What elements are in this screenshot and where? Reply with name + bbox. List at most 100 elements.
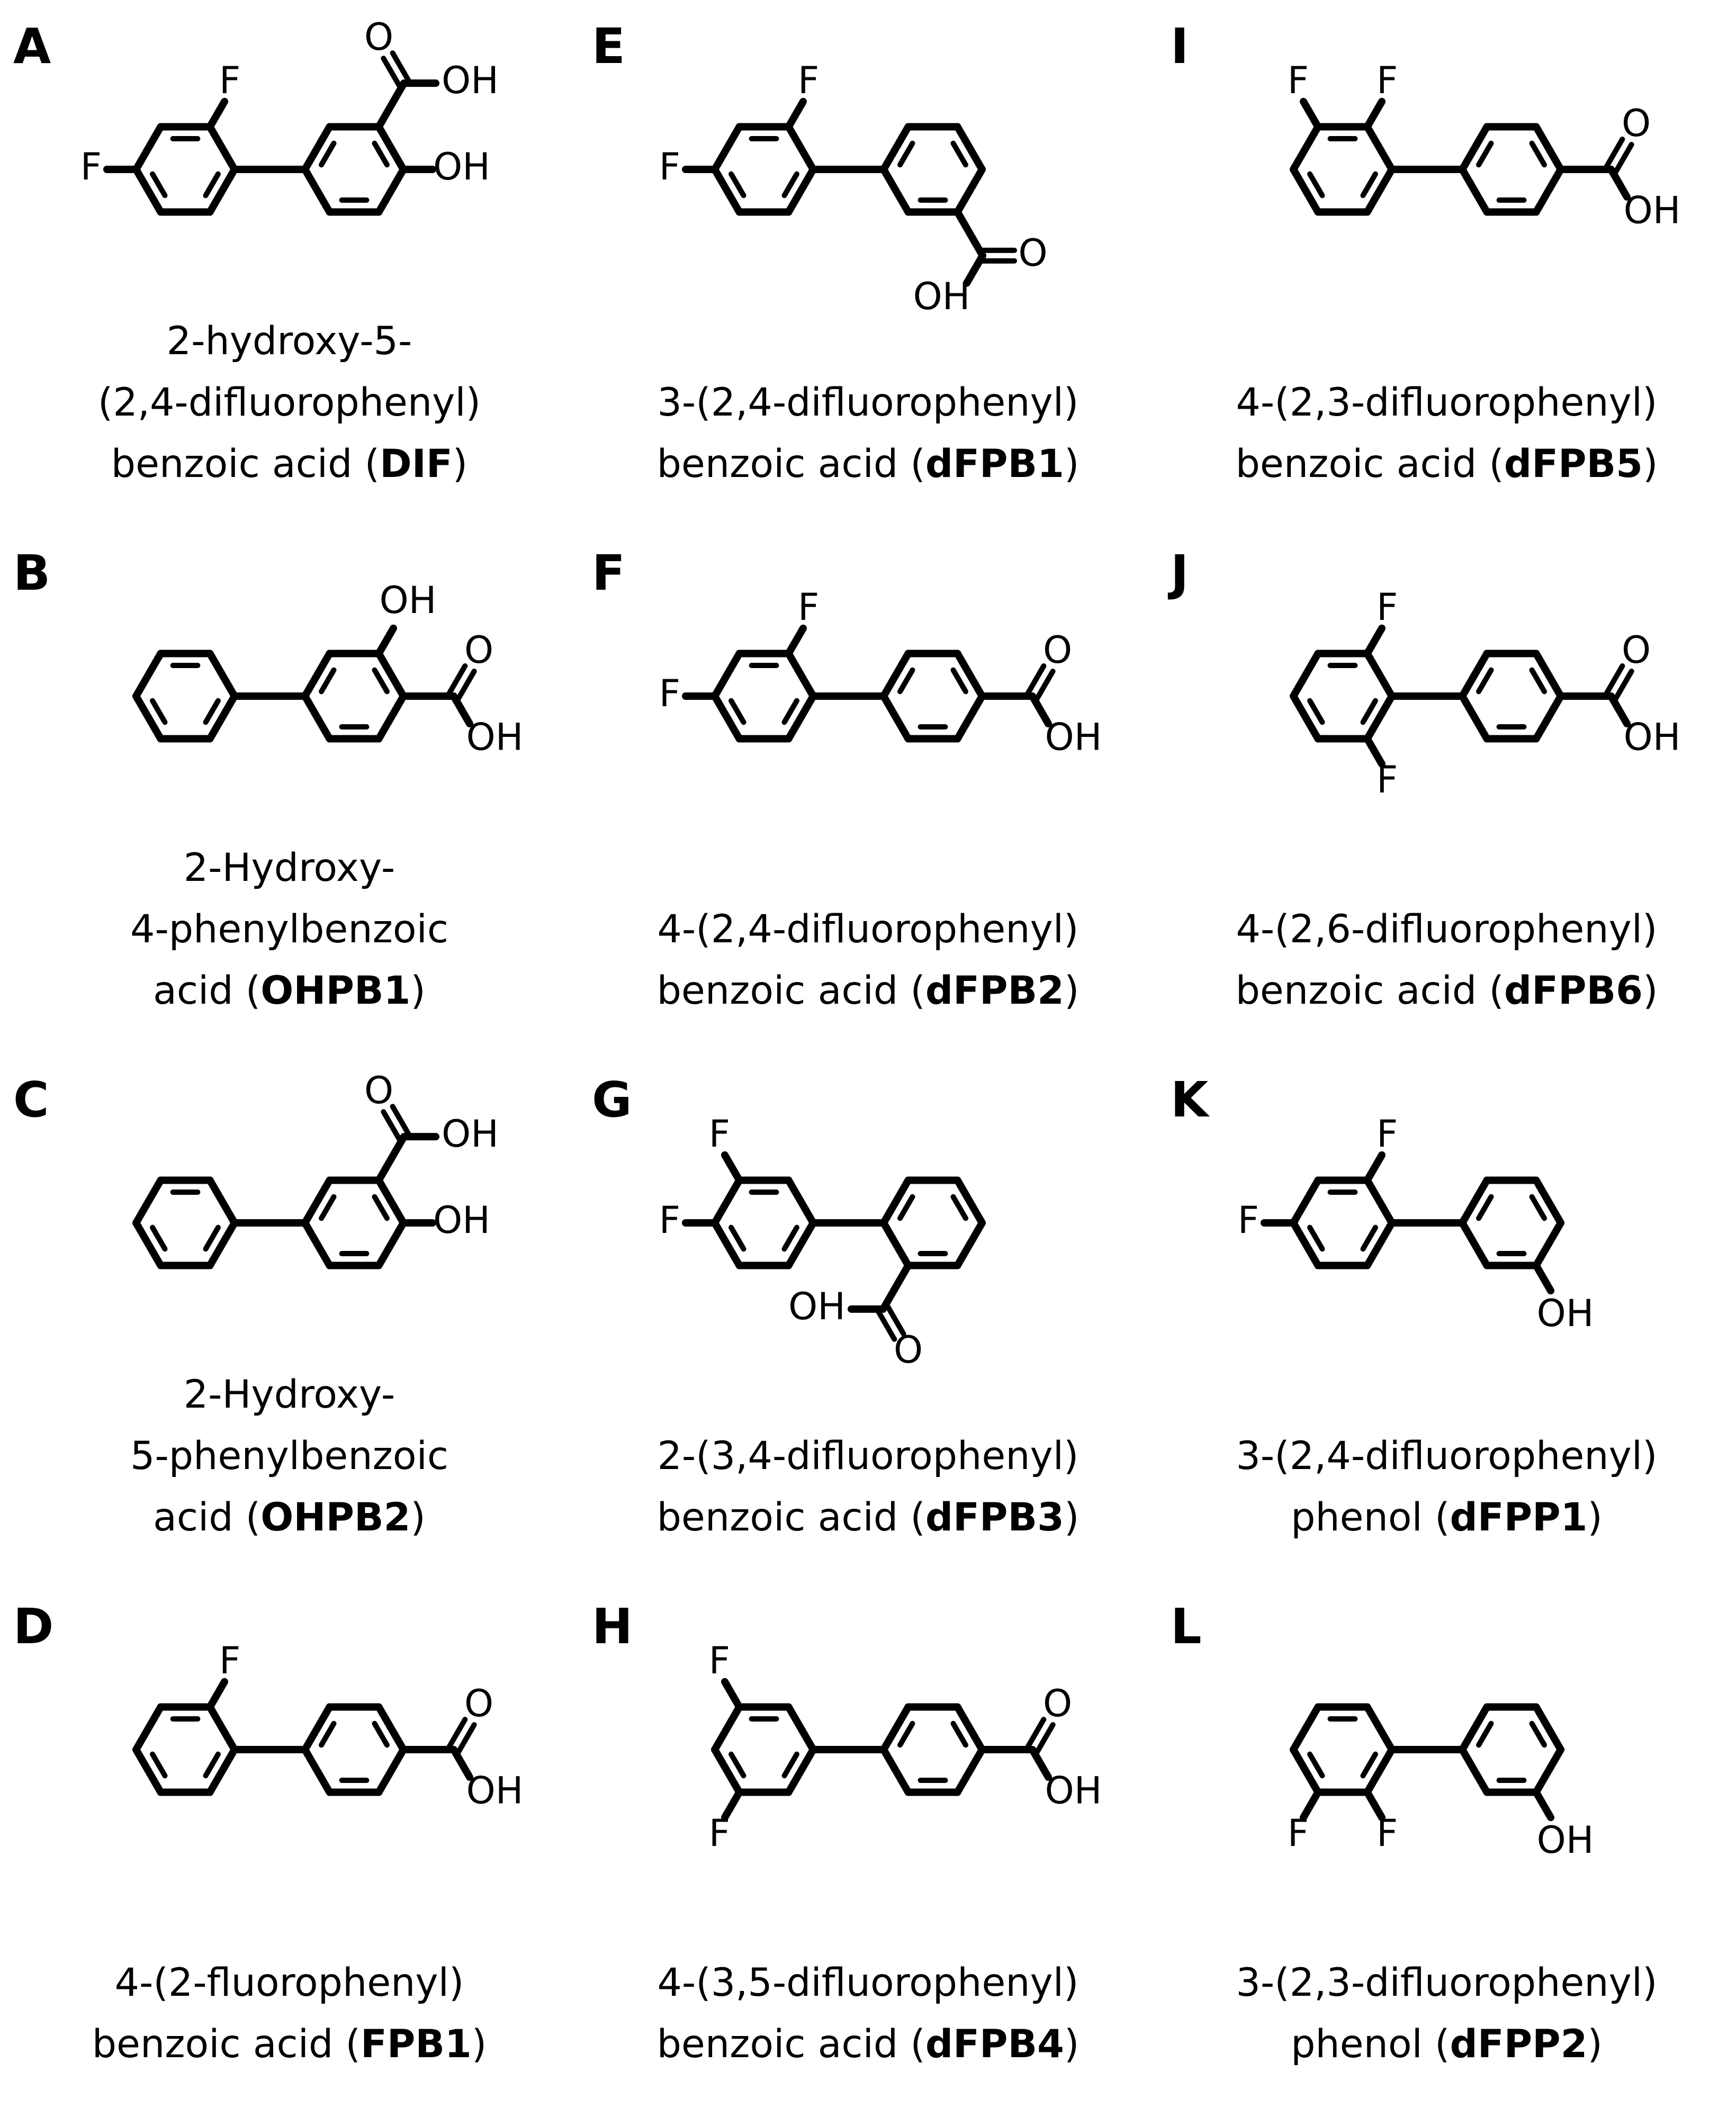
caption-line: 2-Hydroxy- <box>183 845 395 890</box>
panel-letter: G <box>592 1071 632 1128</box>
ring-double-bond <box>781 171 799 199</box>
ring-bond <box>1363 650 1396 700</box>
carbonyl-bond <box>1604 137 1625 169</box>
ring-double-bond <box>897 1720 915 1748</box>
hydroxyl-label: OH <box>442 59 499 102</box>
caption-text: benzoic acid ( <box>111 442 380 487</box>
caption-line: 4-(2-fluorophenyl) <box>114 1960 464 2005</box>
ring-bond <box>711 1703 743 1753</box>
left-ring <box>1290 1703 1396 1796</box>
compound-caption: 4-(2,6-difluorophenyl)benzoic acid (dFPB… <box>1157 899 1736 1022</box>
right-ring <box>880 1176 986 1269</box>
ring-double-bond <box>1476 1194 1494 1221</box>
caption-line: 4-(3,5-difluorophenyl) <box>657 1960 1079 2005</box>
fluorine-label: F <box>1377 59 1398 102</box>
ring-double-bond <box>319 667 337 695</box>
ring-bond <box>132 1176 165 1227</box>
left-ring <box>132 123 238 216</box>
carbonyl-bond <box>446 1717 468 1750</box>
ring-bond <box>1363 166 1396 216</box>
oxygen-label: O <box>1622 628 1651 672</box>
ring-bond <box>132 1219 165 1269</box>
carbonyl-bond <box>390 50 411 84</box>
substituent-bond <box>1363 1788 1386 1822</box>
hydroxyl-label: OH <box>1624 188 1681 232</box>
hydroxyl-bond <box>375 624 397 657</box>
caption-text: ) <box>1064 968 1080 1013</box>
compound-code: dFPB6 <box>1504 968 1643 1013</box>
caption-line: 2-Hydroxy- <box>183 1372 395 1417</box>
left-ring <box>1290 123 1396 216</box>
caption-line: (2,4-difluorophenyl) <box>97 380 481 425</box>
ring-bond <box>785 1176 817 1227</box>
carbonyl-bond <box>1604 663 1625 696</box>
right-ring <box>1459 123 1564 216</box>
compound-caption: 3-(2,4-difluorophenyl)phenol (dFPP1) <box>1157 1426 1736 1548</box>
substituent-bond <box>721 1788 743 1822</box>
ring-bond <box>375 1219 407 1269</box>
ring-bond <box>1290 1746 1322 1796</box>
compound-caption: 2-(3,4-difluorophenyl)benzoic acid (dFPB… <box>579 1426 1157 1548</box>
right-ring <box>301 650 407 743</box>
ring-bond <box>1290 123 1322 173</box>
caption-line: benzoic acid (FPB1) <box>0 2014 579 2075</box>
ring-bond <box>206 1219 238 1269</box>
substituent-bond <box>721 1678 743 1711</box>
hydroxyl-label: OH <box>466 1769 524 1812</box>
panel-letter: F <box>592 545 625 601</box>
hydroxyl-bond <box>1607 692 1631 727</box>
substituent-bond <box>206 97 228 131</box>
oxygen-label: O <box>464 1682 493 1725</box>
ring-bond <box>1363 692 1396 743</box>
ring-double-bond <box>319 1194 337 1221</box>
caption-line: phenol (dFPP1) <box>1157 1487 1736 1548</box>
ring-bond <box>785 1219 817 1269</box>
substituent-bond <box>1300 97 1322 131</box>
ring-bond <box>954 166 986 216</box>
fluorine-label: F <box>798 59 819 102</box>
ring-double-bond <box>1307 1224 1325 1252</box>
caption-text: acid ( <box>153 1495 261 1540</box>
caption-text: ) <box>1064 442 1080 487</box>
caption-line: 4-(2,3-difluorophenyl) <box>1236 380 1658 425</box>
caption-line: acid (OHPB1) <box>0 960 579 1022</box>
ring-bond <box>954 1219 986 1269</box>
ring-bond <box>375 1703 407 1753</box>
substituent-bond <box>1300 1788 1322 1822</box>
compound-code: dFPP1 <box>1450 1495 1588 1540</box>
compound-caption: 4-(3,5-difluorophenyl)benzoic acid (dFPB… <box>579 1952 1157 2075</box>
hydroxyl-label: OH <box>1045 715 1102 759</box>
ring-bond <box>206 692 238 743</box>
right-ring <box>1459 1703 1564 1796</box>
compound-code: FPB1 <box>361 2022 472 2067</box>
hydroxyl-label: OH <box>442 1112 499 1156</box>
ring-double-bond <box>1360 171 1378 199</box>
caption-text: ) <box>1064 2022 1080 2067</box>
carbonyl-bond <box>885 1303 906 1337</box>
hydroxyl-bond <box>450 1746 473 1781</box>
carbonyl-bond <box>1025 1717 1047 1750</box>
panel-letter: L <box>1171 1598 1202 1655</box>
panel-letter: D <box>13 1598 54 1655</box>
ring-bond <box>711 123 743 173</box>
ring-bond <box>1532 123 1564 173</box>
hydroxyl-bond <box>963 251 986 287</box>
oxygen-label: O <box>364 1069 393 1112</box>
ring-double-bond <box>203 1751 221 1779</box>
substituent-bond <box>1363 735 1386 768</box>
ring-bond <box>375 692 407 743</box>
compound-code: OHPB2 <box>260 1495 411 1540</box>
ring-bond <box>1532 1176 1564 1227</box>
compound-code: DIF <box>380 442 453 487</box>
ring-bond <box>375 650 407 700</box>
ring-bond <box>132 166 165 216</box>
oxygen-label: O <box>464 628 493 672</box>
compound-code: dFPB1 <box>925 442 1064 487</box>
ring-double-bond <box>372 667 390 695</box>
